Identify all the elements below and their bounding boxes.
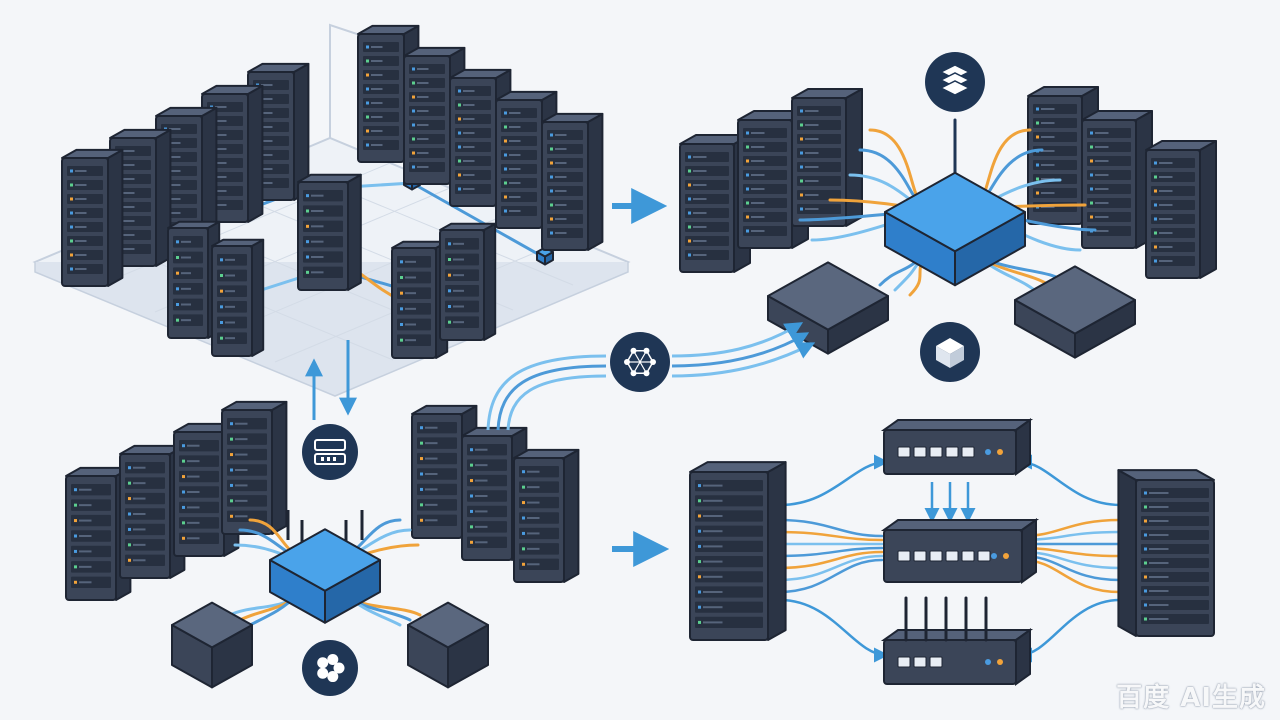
ethernet-port — [929, 446, 943, 458]
server-rack — [541, 112, 604, 251]
server-rack — [1145, 140, 1217, 279]
ethernet-port — [913, 550, 927, 562]
network-appliance — [767, 261, 889, 355]
ethernet-port — [961, 446, 975, 458]
server-rack — [679, 134, 751, 273]
network-cable — [776, 550, 884, 570]
server-rack — [403, 46, 466, 185]
rack-group-back — [679, 86, 1217, 279]
network-icon — [610, 332, 670, 392]
panel-connectors — [305, 188, 816, 567]
ethernet-port — [945, 446, 959, 458]
panel-rack-room — [32, 23, 631, 397]
ring-link — [1017, 598, 1121, 663]
badge-icons — [302, 52, 985, 696]
top-switch — [880, 418, 1034, 476]
ethernet-port — [897, 656, 911, 668]
ring-link — [1017, 454, 1121, 507]
panel-hub-star — [679, 86, 1217, 359]
server-rack — [65, 466, 132, 601]
edge-device — [171, 601, 253, 689]
stack-icon — [925, 52, 985, 112]
server-rack — [297, 173, 362, 291]
hub-front-devices — [767, 171, 1136, 359]
ethernet-port — [929, 550, 943, 562]
router-front-devices — [171, 510, 489, 689]
server-rack — [211, 238, 265, 357]
network-cable — [776, 554, 884, 582]
server-rack — [513, 448, 580, 583]
core-switch — [880, 518, 1040, 584]
central-hub-switch — [884, 171, 1026, 287]
network-cable — [776, 518, 884, 538]
network-cable — [776, 530, 884, 542]
ethernet-port — [913, 446, 927, 458]
ethernet-port — [913, 656, 927, 668]
server-rack — [221, 400, 288, 535]
rack-row-group — [61, 24, 604, 359]
network-cable — [978, 128, 1032, 202]
server-icon — [302, 424, 358, 480]
fan-icon — [302, 640, 358, 696]
ethernet-port — [929, 656, 943, 668]
network-link-lines — [486, 322, 816, 431]
ring-link — [779, 454, 889, 507]
server-rack — [439, 222, 497, 341]
ring-link — [779, 598, 889, 663]
server-rack — [495, 90, 558, 229]
network-cable — [776, 546, 884, 558]
ethernet-port — [961, 550, 975, 562]
panel-router-hub — [65, 400, 580, 689]
server-rack — [61, 148, 124, 287]
ethernet-port — [945, 550, 959, 562]
server-rack — [791, 88, 863, 227]
router-hub — [269, 528, 381, 624]
cube-icon — [920, 322, 980, 382]
server-rack — [391, 240, 449, 359]
edge-device — [407, 601, 489, 689]
network-appliance — [1014, 265, 1136, 359]
network-cable — [776, 558, 884, 594]
bottom-router — [880, 596, 1034, 686]
ethernet-port — [897, 446, 911, 458]
ring-devices — [689, 418, 1215, 686]
network-cable — [410, 181, 547, 260]
ethernet-port — [897, 550, 911, 562]
server-rack — [689, 461, 787, 641]
ethernet-port — [977, 550, 991, 562]
server-rack — [1117, 469, 1215, 637]
server-rack — [1081, 110, 1153, 249]
watermark-logo: 百度 AI生成 — [1116, 683, 1266, 713]
rack-cluster — [65, 400, 580, 601]
panel-switch-ring — [689, 418, 1215, 686]
server-rack — [411, 404, 478, 539]
